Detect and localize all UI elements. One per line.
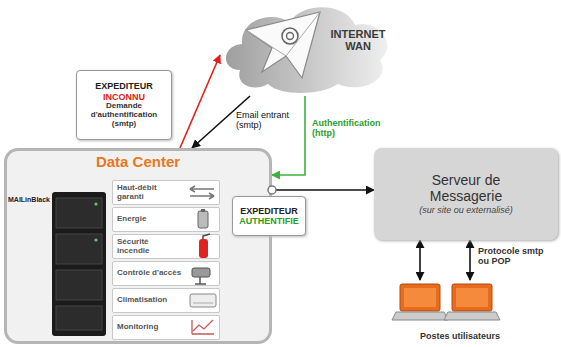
node-text: Climatisation <box>117 296 183 305</box>
data-center-panel: Haut-débit garantiEnergieSécurité incend… <box>4 148 272 344</box>
edge-label: Email entrant (smtp) <box>236 110 298 130</box>
connector-arrow <box>469 240 471 280</box>
facility-row: Sécurité incendie <box>112 234 220 259</box>
mail-server-box: Serveur de Messagerie(sur site ou extern… <box>374 148 558 240</box>
connector-arrow <box>272 96 305 175</box>
server-tower <box>52 192 106 336</box>
user-workstations: Postes utilisateurs <box>385 280 535 344</box>
internet-cloud: INTERNET WAN <box>220 0 395 96</box>
node-text: EXPEDITEUR <box>95 81 153 91</box>
facility-icons <box>190 186 216 334</box>
node-text: Energie <box>117 215 183 224</box>
node-text: Sécurité incendie <box>117 238 183 256</box>
facility-row: Contrôle d'accès <box>112 261 220 286</box>
node-text: Contrôle d'accès <box>117 269 183 278</box>
connector-arrow <box>180 55 220 148</box>
facility-row: Energie <box>112 207 220 232</box>
facility-row: Climatisation <box>112 288 220 313</box>
laptop-icons <box>392 284 500 320</box>
panel-title: Data Center <box>96 154 180 171</box>
node-text: INTERNET WAN <box>325 28 391 53</box>
edge-label: Protocole smtp ou POP <box>478 246 552 266</box>
node-text: Monitoring <box>117 323 183 332</box>
email-envelope <box>246 12 320 78</box>
sender-box: EXPEDITEURAUTHENTIFIE <box>232 196 306 236</box>
facility-row: Monitoring <box>112 315 220 340</box>
node-text: Serveur de Messagerie <box>411 173 521 204</box>
junction-dot <box>268 186 276 194</box>
facility-row: Haut-débit garanti <box>112 180 220 205</box>
node-text: Postes utilisateurs <box>420 331 500 341</box>
node-text: AUTHENTIFIE <box>239 216 299 226</box>
node-text: INCONNU <box>103 92 145 102</box>
connector-arrow <box>419 240 421 280</box>
edge-label: Authentification (http) <box>312 118 404 138</box>
sender-box: EXPEDITEURINCONNUDemande d'authentificat… <box>76 70 172 140</box>
node-text: Demande d'authentification (smtp) <box>80 102 168 129</box>
node-text: EXPEDITEUR <box>240 206 298 216</box>
connector-arrow <box>192 96 250 148</box>
node-text: (sur site ou externalisé) <box>419 205 513 215</box>
node-text: Haut-débit garanti <box>117 184 183 202</box>
connector-arrow <box>272 189 374 191</box>
